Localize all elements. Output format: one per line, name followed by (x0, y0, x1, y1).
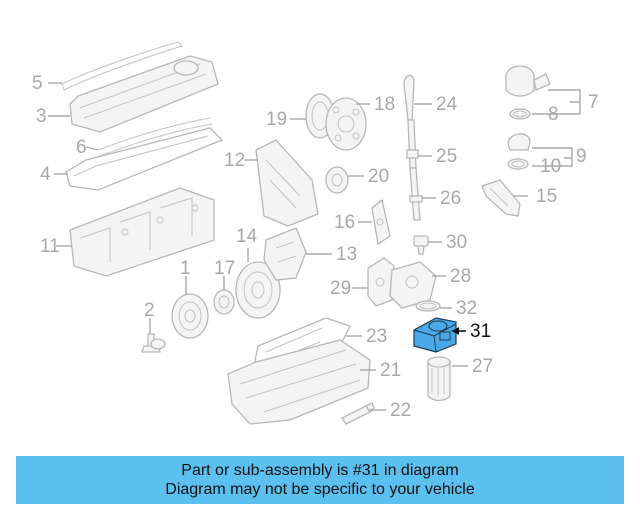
part-30-drawing (413, 235, 429, 255)
part-21-drawing (227, 339, 371, 425)
part-label-28: 28 (450, 266, 471, 287)
part-label-24: 24 (436, 94, 458, 115)
part-label-16: 16 (334, 212, 355, 233)
part-label-25: 25 (436, 146, 457, 167)
part-label-9: 9 (576, 146, 587, 167)
part-10-drawing (507, 158, 529, 170)
part-17-drawing (213, 289, 235, 315)
part-label-32: 32 (456, 298, 477, 319)
part-label-3: 3 (36, 106, 47, 127)
part-18-drawing (325, 97, 367, 151)
part-label-20: 20 (368, 166, 389, 187)
part-24-drawing (403, 74, 415, 121)
part-26-drawing (409, 167, 423, 221)
info-banner: Part or sub-assembly is #31 in diagram D… (16, 456, 624, 504)
part-27-drawing (427, 356, 451, 402)
part-11-drawing (69, 187, 215, 277)
part-6-drawing (97, 117, 213, 157)
part-20-drawing (325, 166, 349, 194)
part-label-17: 17 (214, 258, 235, 279)
part-label-1: 1 (180, 258, 191, 279)
part-label-12: 12 (224, 150, 245, 171)
part-label-6: 6 (76, 137, 87, 158)
part-label-21: 21 (380, 360, 401, 381)
part-label-11: 11 (40, 236, 60, 257)
part-22-drawing (341, 402, 375, 425)
part-label-23: 23 (366, 326, 387, 347)
part-4-drawing (65, 127, 224, 191)
part-13-drawing (263, 227, 307, 281)
part-25-drawing (406, 119, 419, 169)
part-1-drawing (171, 293, 209, 339)
part-9-drawing (507, 133, 531, 151)
part-8-drawing (509, 108, 531, 120)
banner-line-2: Diagram may not be specific to your vehi… (165, 481, 475, 498)
part-label-13: 13 (336, 244, 357, 265)
part-label-30: 30 (446, 232, 467, 253)
part-5-drawing (61, 41, 183, 91)
part-16-drawing (371, 198, 391, 246)
part-7-drawing (505, 65, 551, 97)
part-label-5: 5 (32, 73, 43, 94)
part-12-drawing (255, 139, 319, 227)
part-label-27: 27 (472, 356, 493, 377)
part-label-26: 26 (440, 188, 461, 209)
part-label-10: 10 (540, 156, 561, 177)
part-2-drawing (141, 333, 166, 353)
part-label-4: 4 (40, 164, 51, 185)
part-14-drawing (235, 261, 281, 319)
part-label-8: 8 (548, 104, 559, 125)
part-label-19: 19 (266, 109, 287, 130)
part-32-drawing (415, 300, 441, 312)
part-31-drawing (413, 317, 457, 353)
part-label-31: 31 (470, 321, 491, 342)
part-label-18: 18 (374, 94, 395, 115)
part-label-7: 7 (588, 92, 599, 113)
banner-line-1: Part or sub-assembly is #31 in diagram (181, 462, 459, 479)
part-label-14: 14 (236, 226, 258, 247)
part-15-drawing (481, 179, 521, 217)
part-3-drawing (69, 55, 219, 133)
part-label-15: 15 (536, 186, 557, 207)
leader-lines (48, 82, 581, 411)
part-28-drawing (389, 261, 437, 309)
part-label-22: 22 (390, 400, 411, 421)
part-label-2: 2 (144, 300, 155, 321)
part-29-drawing (367, 257, 395, 307)
part-label-29: 29 (330, 278, 351, 299)
